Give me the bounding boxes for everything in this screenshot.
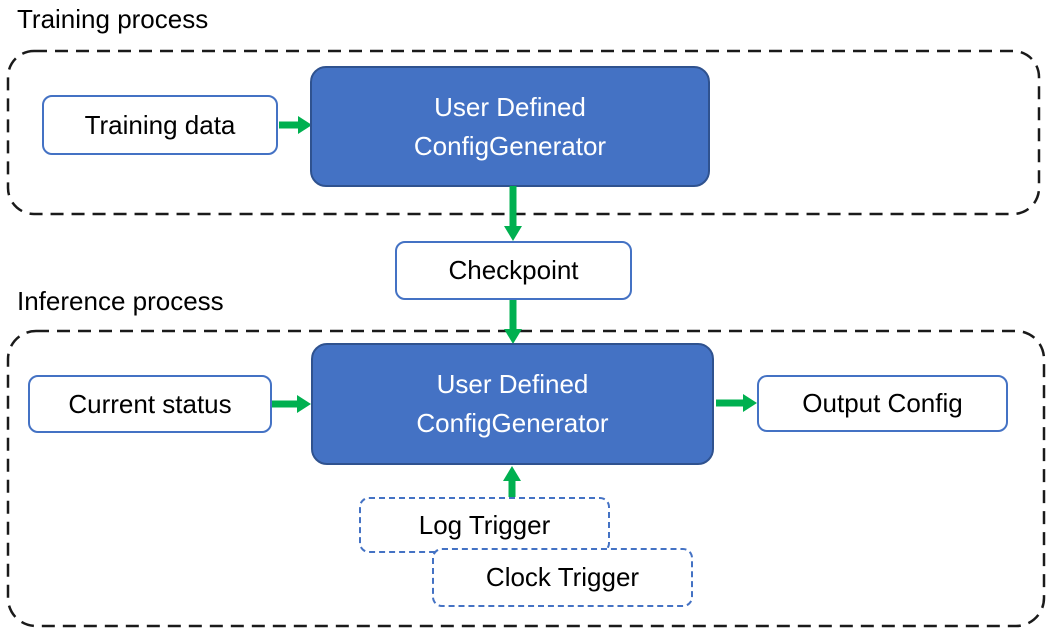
- training-data-label: Training data: [84, 109, 236, 140]
- inference-generator-line1: User Defined: [436, 369, 589, 399]
- arrow-triggers-to-generator-icon: [503, 466, 521, 498]
- arrow-current-status-to-generator-icon: [272, 395, 311, 413]
- arrow-shaft: [279, 121, 300, 129]
- arrow-head: [297, 395, 311, 413]
- inference-generator-line2: ConfigGenerator: [416, 408, 609, 438]
- arrow-training-data-to-generator-icon: [279, 116, 312, 134]
- training-process-label: Training process: [17, 4, 209, 34]
- log-trigger-box: Log Trigger: [359, 497, 610, 553]
- arrow-generator-to-checkpoint-icon: [504, 186, 522, 241]
- arrow-head: [504, 226, 522, 241]
- arrow-head: [743, 394, 757, 412]
- current-status-box: Current status: [28, 375, 272, 433]
- log-trigger-label: Log Trigger: [418, 509, 551, 540]
- clock-trigger-label: Clock Trigger: [485, 562, 640, 592]
- training-generator-line2: ConfigGenerator: [413, 130, 607, 161]
- arrow-generator-to-output-config-icon: [716, 394, 757, 412]
- training-config-generator-box: User Defined ConfigGenerator: [310, 66, 710, 187]
- arrow-head: [504, 329, 522, 344]
- arrow-shaft: [509, 300, 517, 330]
- output-config-label: Output Config: [802, 388, 963, 418]
- arrow-shaft: [272, 400, 298, 408]
- inference-process-label: Inference process: [17, 286, 224, 316]
- arrow-checkpoint-to-inference-generator-icon: [504, 300, 522, 344]
- arrow-head: [503, 466, 521, 481]
- arrow-shaft: [716, 399, 744, 407]
- arrow-shaft: [509, 186, 517, 227]
- training-data-box: Training data: [42, 95, 278, 155]
- inference-config-generator-box: User Defined ConfigGenerator: [311, 343, 714, 465]
- training-generator-line1: User Defined: [434, 91, 586, 122]
- checkpoint-label: Checkpoint: [448, 255, 579, 285]
- arrow-head: [298, 116, 312, 134]
- output-config-box: Output Config: [757, 375, 1008, 432]
- checkpoint-box: Checkpoint: [395, 241, 632, 300]
- arrow-shaft: [508, 480, 516, 498]
- clock-trigger-box: Clock Trigger: [432, 548, 693, 607]
- current-status-label: Current status: [68, 388, 232, 419]
